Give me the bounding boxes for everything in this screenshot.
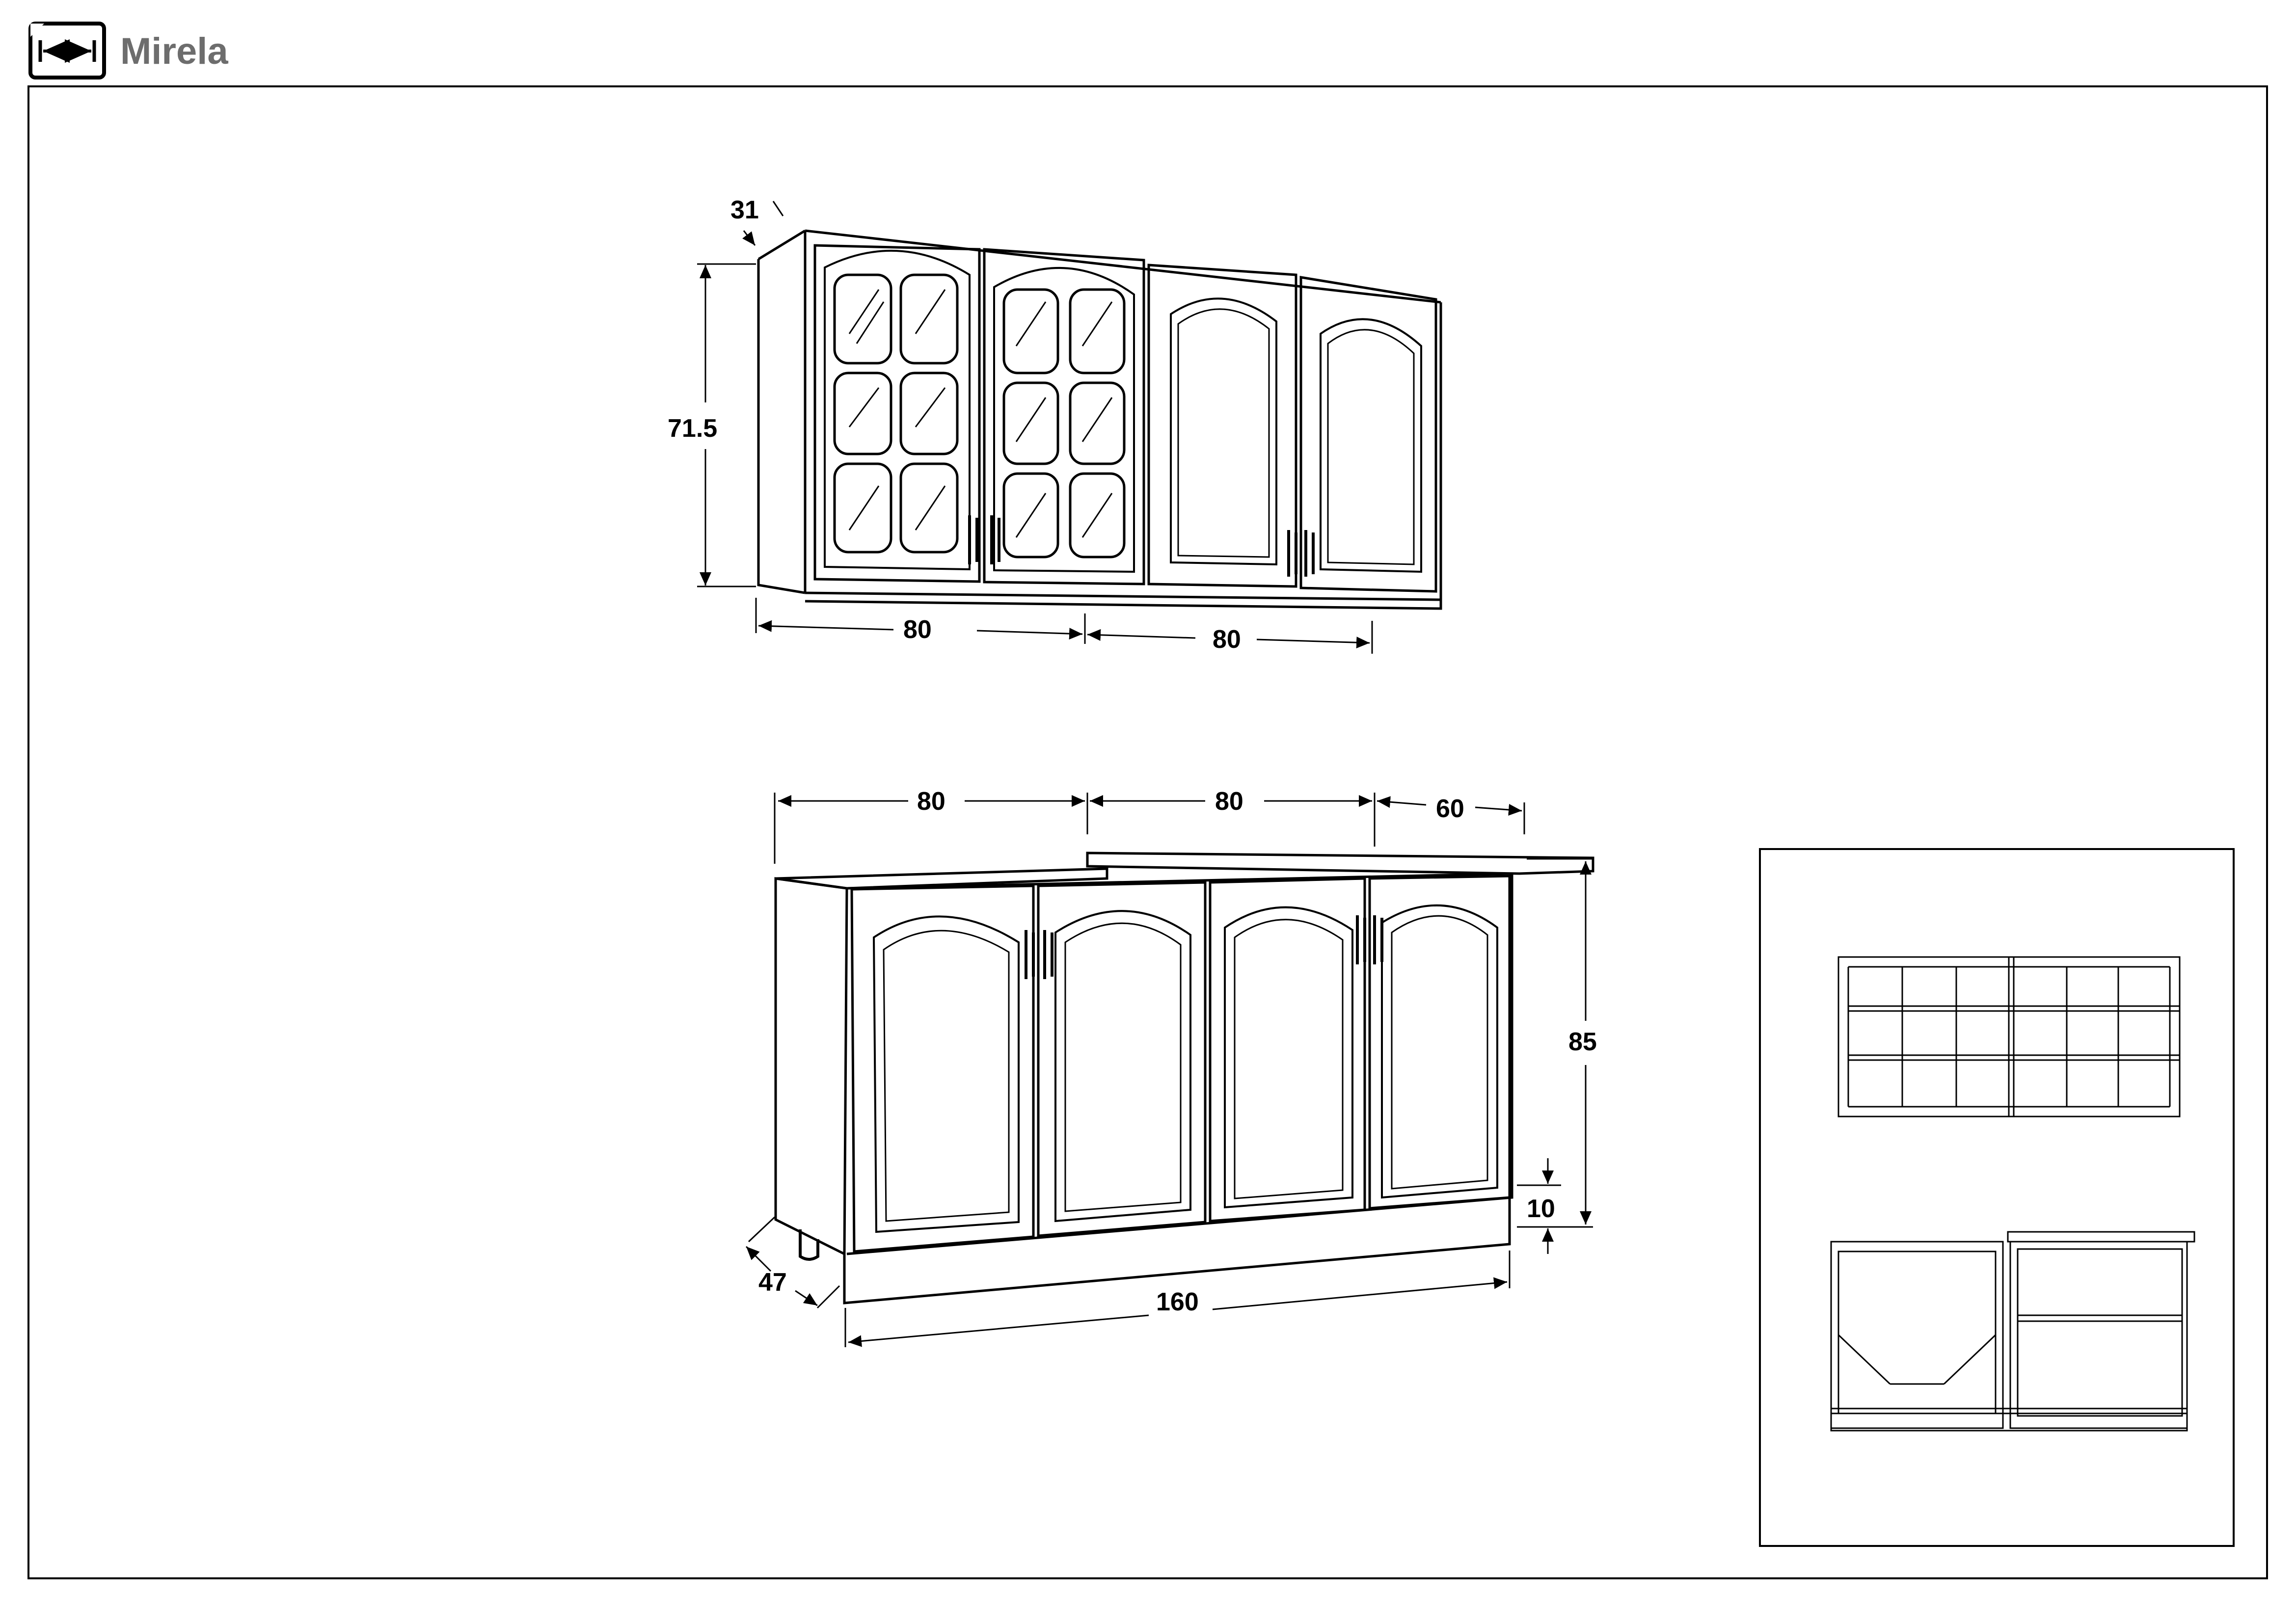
- interior-views-panel: [1759, 848, 2235, 1547]
- wall-unit: [757, 229, 1442, 610]
- glass-reflection-lines: [848, 289, 1113, 538]
- drawing-frame: [27, 85, 2268, 1579]
- wall-unit-interior-thumbnail: [1837, 956, 2181, 1117]
- dim-worktop-depth: 60: [1436, 795, 1464, 823]
- dim-base-depth: 47: [758, 1268, 787, 1297]
- dim-base-height: 85: [1568, 1028, 1597, 1056]
- base-unit-handles: [1025, 915, 1383, 979]
- dim-base-total-width: 160: [1156, 1288, 1199, 1316]
- dim-base-width-left: 80: [917, 787, 945, 816]
- dim-wall-width-right: 80: [1213, 625, 1241, 654]
- dim-wall-height: 71.5: [668, 414, 717, 443]
- dim-base-width-right: 80: [1215, 787, 1243, 816]
- dim-wall-width-left: 80: [903, 615, 932, 644]
- wall-unit-handles: [968, 515, 1315, 577]
- dim-wall-depth: 31: [730, 196, 759, 224]
- dim-plinth-height: 10: [1527, 1195, 1555, 1223]
- width-dimension-icon: [28, 22, 106, 80]
- page-title: Mirela: [120, 30, 228, 72]
- wall-unit-dimension-lines: [697, 201, 1373, 654]
- wall-unit-glass-panes-left: [833, 273, 1126, 559]
- base-unit-interior-thumbnail: [1830, 1231, 2195, 1432]
- base-unit: [774, 851, 1594, 1304]
- base-unit-dimension-lines: [745, 793, 1593, 1347]
